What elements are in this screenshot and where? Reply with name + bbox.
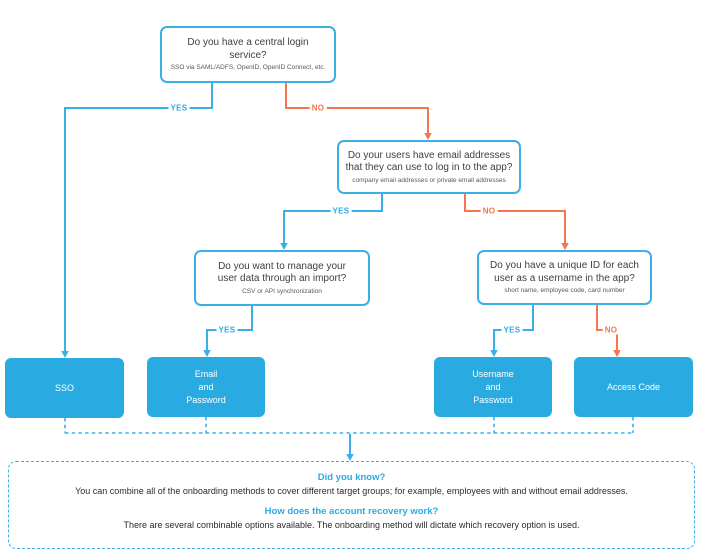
question-box-unique-id: Do you have a unique ID for each user as… <box>477 250 652 305</box>
question-subtitle: CSV or API synchronization <box>242 287 322 295</box>
question-subtitle: SSO via SAML/ADFS, OpenID, OpenID Connec… <box>170 64 326 71</box>
connector-q2-yes <box>280 194 383 250</box>
branch-label-no: NO <box>480 206 498 216</box>
outcome-box-username-password: Username and Password <box>434 357 552 417</box>
outcome-label: Username and Password <box>472 368 514 405</box>
branch-label-yes: YES <box>216 325 238 335</box>
outcome-box-access-code: Access Code <box>574 357 693 417</box>
connector-info-arrow <box>346 434 354 461</box>
outcome-label: Email and Password <box>186 368 226 405</box>
question-title: Do your users have email addresses that … <box>345 149 513 174</box>
outcome-label: SSO <box>54 382 74 393</box>
connector-outcomes-dashed <box>64 417 634 434</box>
info-heading-account-recovery: How does the account recovery work? <box>264 506 439 517</box>
outcome-box-email-password: Email and Password <box>147 357 265 417</box>
question-title: Do you have a unique ID for each user as… <box>490 260 639 284</box>
info-body-combine-methods: You can combine all of the onboarding me… <box>75 486 628 496</box>
question-box-central-login: Do you have a central login service? SSO… <box>160 26 336 83</box>
question-title: Do you want to manage your user data thr… <box>217 260 347 285</box>
connector-q1-yes <box>61 83 213 358</box>
branch-label-yes: YES <box>330 206 352 216</box>
connector-q2-no <box>464 194 569 250</box>
info-panel: Did you know? You can combine all of the… <box>8 461 695 549</box>
connector-q1-no <box>285 83 432 140</box>
outcome-box-sso: SSO <box>5 358 124 418</box>
branch-label-no: NO <box>602 325 620 335</box>
branch-label-no: NO <box>309 103 327 113</box>
question-subtitle: company email addresses or private email… <box>352 176 506 184</box>
question-subtitle: short name, employee code, card number <box>504 287 625 294</box>
question-title: Do you have a central login service? <box>187 37 309 61</box>
info-body-recovery-options: There are several combinable options ava… <box>123 520 580 530</box>
outcome-label: Access Code <box>606 381 661 392</box>
branch-label-yes: YES <box>168 103 190 113</box>
info-heading-did-you-know: Did you know? <box>317 472 386 483</box>
question-box-email-addresses: Do your users have email addresses that … <box>337 140 521 194</box>
question-box-user-import: Do you want to manage your user data thr… <box>194 250 370 306</box>
branch-label-yes: YES <box>501 325 523 335</box>
